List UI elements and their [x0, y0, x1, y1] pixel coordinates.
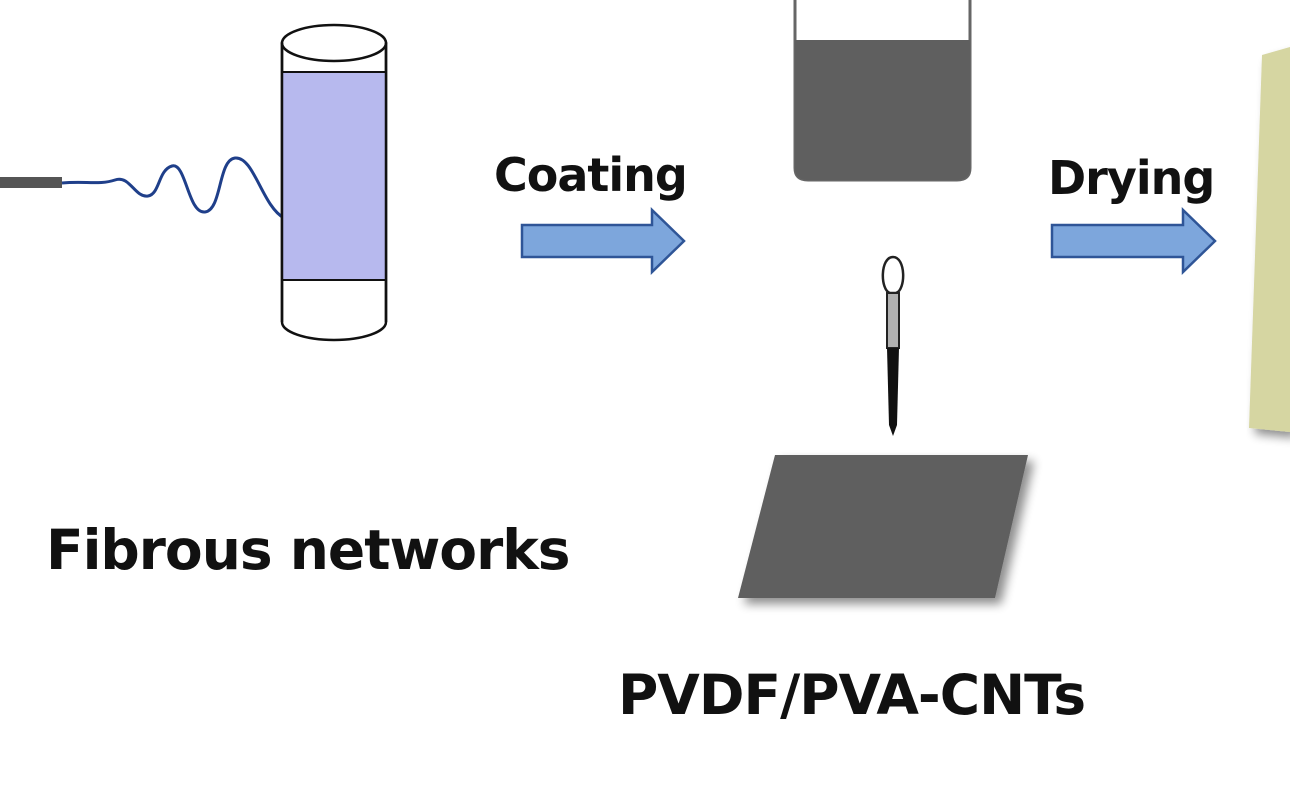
- substrate-sheet: [738, 455, 1028, 598]
- dried-film: [1249, 47, 1290, 432]
- coating-step-label: Coating: [494, 148, 688, 202]
- drying-step-label: Drying: [1048, 151, 1215, 205]
- drying-arrow: [1050, 207, 1217, 275]
- applicator-swab: [881, 255, 905, 436]
- collector-cylinder: [280, 23, 388, 342]
- spinneret-needle: [0, 177, 62, 188]
- fiber-jet: [61, 156, 285, 220]
- pvdf-pva-cnts-label: PVDF/PVA-CNTs: [618, 663, 1086, 727]
- fibrous-networks-label: Fibrous networks: [46, 518, 571, 582]
- coating-arrow: [520, 207, 686, 275]
- fiber-coating: [283, 72, 385, 280]
- beaker: [793, 0, 972, 182]
- pvdf-pva-cnt-solution: [795, 40, 970, 180]
